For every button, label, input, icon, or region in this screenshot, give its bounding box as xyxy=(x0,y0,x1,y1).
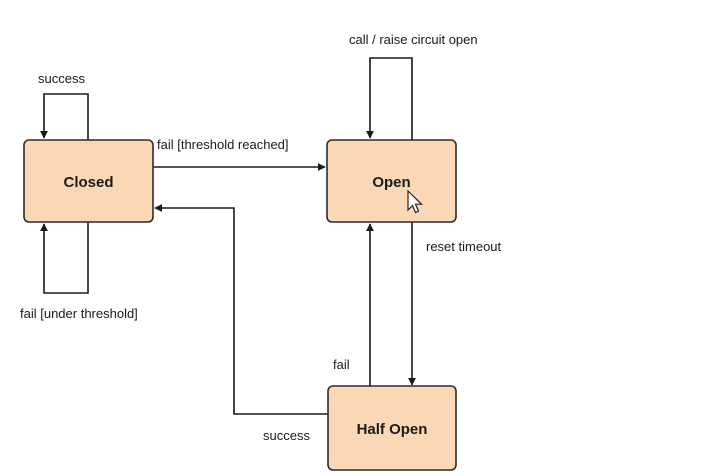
transition-closed-self-fail xyxy=(40,222,89,294)
state-closed: Closed xyxy=(23,139,154,223)
transition-half-open-to-closed xyxy=(154,204,328,415)
state-half-open-label: Half Open xyxy=(357,421,428,438)
transition-open-self xyxy=(366,57,413,140)
mouse-pointer-icon xyxy=(407,189,423,214)
transition-closed-self-success xyxy=(40,93,89,140)
label-half-open-to-open: fail xyxy=(333,357,350,372)
state-open: Open xyxy=(326,139,457,223)
state-half-open: Half Open xyxy=(327,385,457,471)
label-closed-to-open: fail [threshold reached] xyxy=(157,137,289,152)
state-open-label: Open xyxy=(372,174,410,191)
label-closed-self-fail: fail [under threshold] xyxy=(20,306,138,321)
state-closed-label: Closed xyxy=(63,174,113,191)
label-half-open-to-closed: success xyxy=(263,428,310,443)
label-open-to-half-open: reset timeout xyxy=(426,239,502,254)
label-open-self: call / raise circuit open xyxy=(349,32,478,47)
label-closed-self-success: success xyxy=(38,71,85,86)
